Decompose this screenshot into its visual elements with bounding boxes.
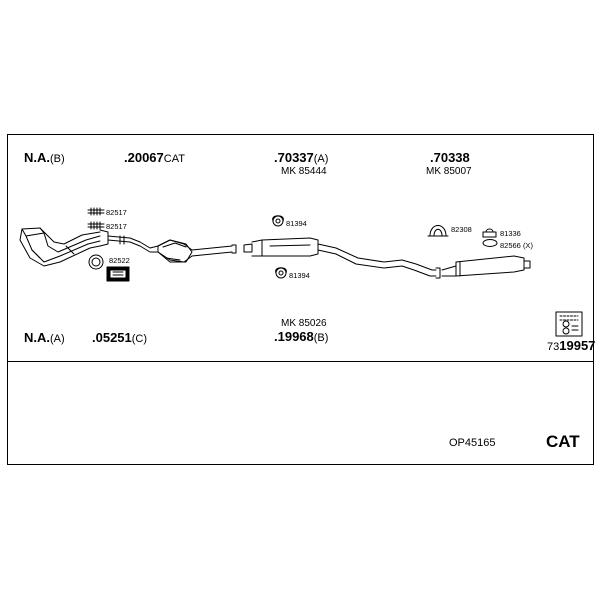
mid-silencer-suffix: (A) bbox=[313, 153, 329, 165]
na-b-suffix: (B) bbox=[50, 153, 65, 165]
kit-number-label: 7319957 bbox=[547, 338, 596, 353]
part-82566: 82566 (X) bbox=[500, 241, 533, 250]
part-82517-b: 82517 bbox=[106, 222, 127, 231]
cat-pipe-label: .20067CAT bbox=[124, 150, 185, 165]
catalytic-converter-shape bbox=[107, 235, 237, 263]
rear-silencer-mk: MK 85007 bbox=[426, 166, 472, 177]
mid-pipe-label: .19968(B) bbox=[274, 329, 329, 344]
diagram-frame bbox=[7, 134, 594, 465]
bolt-icon-82517-b bbox=[87, 221, 105, 230]
na-a-suffix: (A) bbox=[50, 333, 65, 345]
mid-silencer-number: .70337 bbox=[274, 150, 314, 165]
mid-pipe-suffix: (B) bbox=[313, 332, 329, 344]
kit-number: 19957 bbox=[559, 338, 596, 353]
footer-cat: CAT bbox=[546, 432, 580, 451]
part-81394-bottom: 81394 bbox=[289, 271, 310, 280]
front-pipe-suffix: (C) bbox=[131, 333, 148, 345]
rear-hanger-icon-82566 bbox=[482, 239, 498, 247]
part-81336: 81336 bbox=[500, 229, 521, 238]
front-pipe-manifold-shape bbox=[19, 227, 109, 267]
gasket-block-icon bbox=[106, 266, 130, 282]
mid-pipe-mk: MK 85026 bbox=[281, 318, 327, 329]
rear-hanger-icon-81336 bbox=[482, 228, 497, 238]
hanger-icon-81394-bottom bbox=[275, 267, 287, 279]
middle-silencer-shape bbox=[243, 237, 441, 279]
mid-silencer-label: .70337(A) bbox=[274, 150, 329, 165]
clamp-icon-82308 bbox=[427, 225, 449, 237]
cat-pipe-suffix: CAT bbox=[163, 153, 185, 165]
part-82517-a: 82517 bbox=[106, 208, 127, 217]
rear-silencer-shape bbox=[441, 255, 531, 277]
kit-prefix: 73 bbox=[547, 341, 560, 353]
cat-pipe-number: .20067 bbox=[124, 150, 164, 165]
gasket-ring-icon bbox=[88, 254, 104, 270]
kit-box-icon bbox=[555, 311, 583, 337]
front-pipe-number: .05251 bbox=[92, 330, 132, 345]
hanger-icon-81394-top bbox=[272, 215, 284, 227]
na-b-text: N.A. bbox=[24, 150, 50, 165]
part-82308: 82308 bbox=[451, 225, 472, 234]
rear-silencer-number: .70338 bbox=[430, 150, 470, 165]
na-b-label: N.A.(B) bbox=[24, 150, 65, 165]
mid-pipe-number: .19968 bbox=[274, 329, 314, 344]
na-a-label: N.A.(A) bbox=[24, 330, 65, 345]
front-pipe-label: .05251(C) bbox=[92, 330, 148, 345]
mid-silencer-mk: MK 85444 bbox=[281, 166, 327, 177]
part-81394-top: 81394 bbox=[286, 219, 307, 228]
footer-code: OP45165 bbox=[449, 437, 496, 449]
part-82522: 82522 bbox=[109, 256, 130, 265]
na-a-text: N.A. bbox=[24, 330, 50, 345]
footer-divider bbox=[7, 361, 594, 362]
bolt-icon-82517-a bbox=[87, 207, 105, 216]
rear-silencer-label: .70338 bbox=[430, 150, 470, 165]
